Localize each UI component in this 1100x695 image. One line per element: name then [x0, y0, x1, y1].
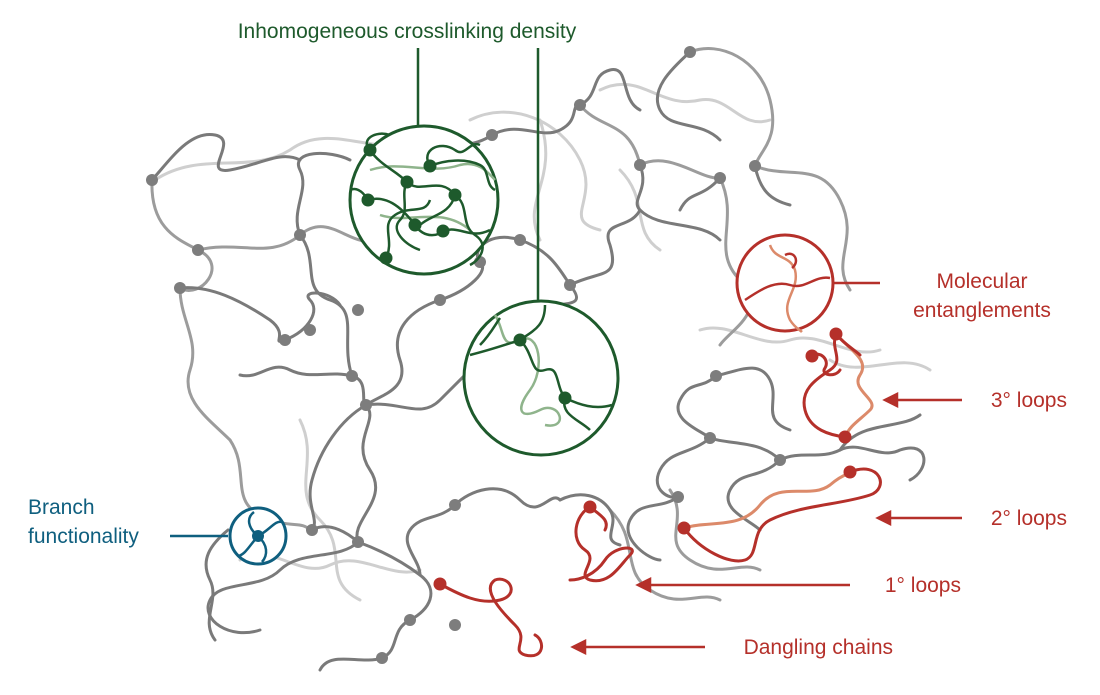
label-branch-line1: Branch [28, 496, 95, 519]
crosslink-node [672, 491, 684, 503]
crosslink-node [449, 499, 461, 511]
dense-crosslink-node [408, 218, 422, 232]
tertiary-loop-node [805, 349, 819, 363]
arrow-3-loops-icon [882, 391, 899, 409]
label-dangling: Dangling chains [744, 636, 893, 659]
dense-crosslink-node [379, 251, 393, 265]
dangling-chain-node [433, 577, 447, 591]
dense-crosslink-node [436, 224, 450, 238]
crosslink-node [704, 432, 716, 444]
arrow-2-loops-icon [875, 509, 892, 527]
loop-nodes [433, 327, 857, 591]
crosslink-node [449, 619, 461, 631]
secondary-loop-node [843, 465, 857, 479]
tertiary-loop-node [829, 327, 843, 341]
dense-crosslink-node [363, 143, 377, 157]
dense-crosslink-node [400, 175, 414, 189]
crosslink-node [434, 294, 446, 306]
loop-chains [438, 332, 882, 658]
tertiary-loop-dark-2 [810, 352, 842, 377]
primary-loop-node [583, 500, 597, 514]
secondary-loop-node [677, 521, 691, 535]
tertiary-loop-light [834, 332, 874, 439]
dangling-chain [438, 577, 544, 658]
crosslink-node [306, 524, 318, 536]
dense-crosslink-zoom [348, 124, 500, 276]
entanglement-zoom [735, 233, 880, 333]
crosslink-node [346, 370, 358, 382]
dense-crosslink-node [448, 188, 462, 202]
secondary-loop-light [682, 470, 852, 530]
label-3-loops: 3° loops [991, 389, 1067, 412]
sparse-crosslink-node [558, 391, 572, 405]
crosslink-node [514, 234, 526, 246]
label-arrows [570, 391, 962, 656]
crosslink-node [352, 304, 364, 316]
crosslink-node [352, 536, 364, 548]
label-branch-line2: functionality [28, 525, 139, 548]
label-inhomogeneous: Inhomogeneous crosslinking density [238, 20, 577, 43]
crosslink-nodes [146, 46, 786, 664]
crosslink-node [749, 160, 761, 172]
crosslink-node [634, 159, 646, 171]
dense-crosslink-node [361, 193, 375, 207]
crosslink-node [376, 652, 388, 664]
crosslink-node [360, 399, 372, 411]
sparse-crosslink-node [513, 333, 527, 347]
crosslink-node [174, 282, 186, 294]
crosslink-node [304, 324, 316, 336]
crosslink-node [710, 370, 722, 382]
crosslink-node [774, 454, 786, 466]
crosslink-node [486, 129, 498, 141]
label-molecular-line2: entanglements [913, 299, 1051, 322]
branch-node [252, 530, 264, 542]
crosslink-node [574, 99, 586, 111]
crosslink-node [279, 334, 291, 346]
sparse-crosslink-zoom [462, 299, 620, 457]
secondary-loop-dark [682, 467, 882, 563]
dense-crosslink-node [423, 159, 437, 173]
tertiary-loop-node [838, 430, 852, 444]
branch-zoom [170, 506, 288, 566]
crosslink-node [564, 279, 576, 291]
label-2-loops: 2° loops [991, 507, 1067, 530]
inhomogeneous-callout-lines [416, 48, 540, 300]
arrow-dangling-icon [570, 638, 587, 656]
crosslink-node [192, 244, 204, 256]
label-molecular-line1: Molecular [936, 270, 1027, 293]
crosslink-node [146, 174, 158, 186]
label-1-loops: 1° loops [885, 574, 961, 597]
primary-loop [568, 505, 634, 583]
crosslink-node [294, 229, 306, 241]
crosslink-node [404, 614, 416, 626]
tertiary-loop-dark [802, 332, 847, 439]
arrow-1-loops-icon [635, 576, 652, 594]
crosslink-node [684, 46, 696, 58]
crosslink-node [714, 172, 726, 184]
